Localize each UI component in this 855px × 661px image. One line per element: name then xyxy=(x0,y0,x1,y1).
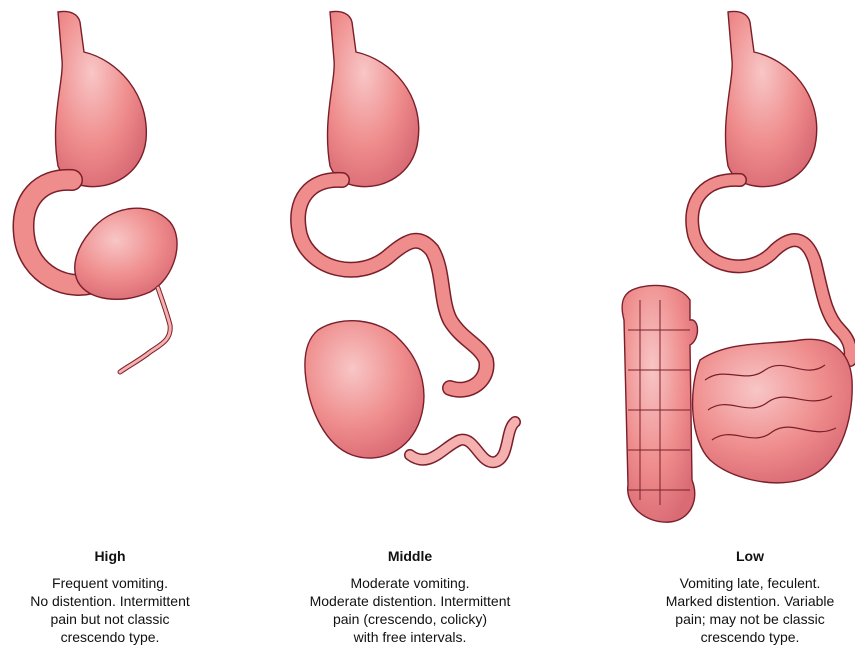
stomach xyxy=(328,11,419,186)
obstruction-illustration xyxy=(0,0,855,540)
panel-description: Vomiting late, feculent. Marked distenti… xyxy=(645,574,855,646)
high-obstruction-figure xyxy=(23,11,177,372)
panel-title: High xyxy=(10,548,210,564)
dilated-ileum xyxy=(305,321,424,458)
stomach xyxy=(56,11,147,186)
panel-title: Low xyxy=(645,548,855,564)
panel-high: High Frequent vomiting. No distention. I… xyxy=(10,548,210,646)
panel-description: Moderate vomiting. Moderate distention. … xyxy=(285,574,535,646)
panel-low: Low Vomiting late, feculent. Marked dist… xyxy=(645,548,855,646)
panel-middle: Middle Moderate vomiting. Moderate diste… xyxy=(285,548,535,646)
small-bowel-loops xyxy=(693,339,853,482)
panel-title: Middle xyxy=(285,548,535,564)
middle-obstruction-figure xyxy=(298,11,515,462)
low-obstruction-figure xyxy=(622,11,852,522)
dilated-loop xyxy=(75,208,177,299)
duodenum-jejunum xyxy=(692,180,851,360)
panel-description: Frequent vomiting. No distention. Interm… xyxy=(10,574,210,646)
stomach xyxy=(726,11,817,186)
